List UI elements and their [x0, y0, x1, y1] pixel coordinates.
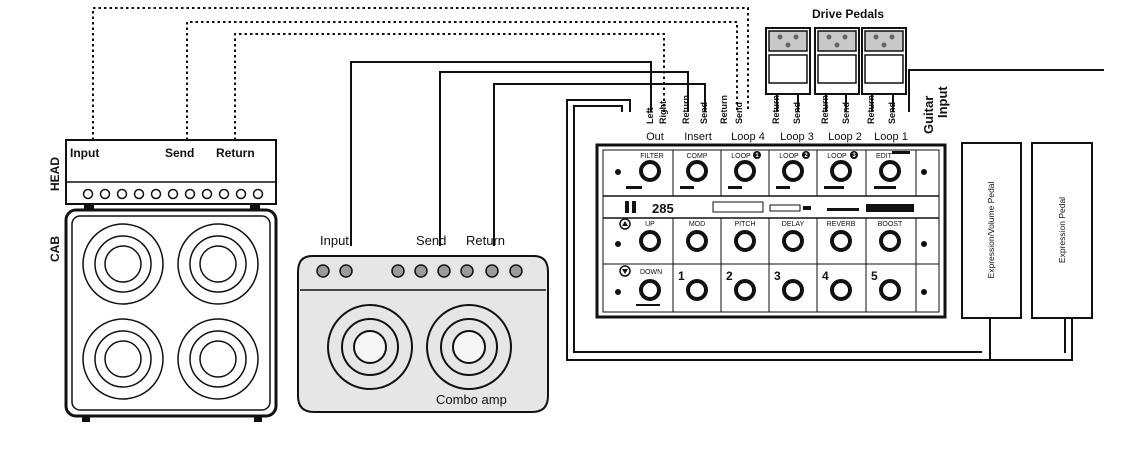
cable-combo-return: [493, 83, 706, 246]
jack-group-labels: Out Insert Loop 4 Loop 3 Loop 2 Loop 1: [646, 131, 908, 143]
jack-loop4-send: Send: [734, 102, 744, 124]
cable-expression-volume: [566, 99, 991, 361]
footswitch-down: [639, 279, 661, 301]
head-return-label: Return: [216, 146, 255, 160]
footswitch-loop-3: [830, 160, 852, 182]
cable-head-return: [234, 33, 665, 140]
head-send-label: Send: [165, 146, 194, 160]
footswitch-pitch: [734, 230, 756, 252]
foot-controller: FILTER COMP LOOP LOOP LOOP EDIT 1 2 3: [595, 143, 947, 319]
label-reverb: REVERB: [827, 221, 856, 228]
display-readout: 285: [652, 201, 674, 216]
footswitch-edit: [879, 160, 901, 182]
label-preset-1: 1: [678, 269, 685, 283]
jack-loop1-return: Return: [866, 95, 876, 124]
jack-loop2-return: Return: [820, 95, 830, 124]
jack-out-left: Left: [645, 108, 655, 125]
label-loop-3: LOOP: [827, 153, 847, 160]
footswitch-preset-2: [734, 279, 756, 301]
expression-volume-pedal: Expression/Volume Pedal: [961, 142, 1022, 319]
jack-insert-send: Send: [699, 102, 709, 124]
solid-cables: [350, 61, 1104, 361]
group-loop4-label: Loop 4: [731, 131, 765, 143]
combo-input-label: Input: [320, 233, 349, 248]
combo-send-label: Send: [416, 233, 446, 248]
controller-display: 285: [625, 201, 914, 216]
guitar-input-label: Guitar Input: [921, 86, 950, 134]
label-filter: FILTER: [640, 153, 664, 160]
jack-loop4-return: Return: [719, 95, 729, 124]
label-preset-3: 3: [774, 269, 781, 283]
expression-pedal-label: Expression Pedal: [1057, 197, 1067, 263]
cable-head-send: [186, 21, 738, 140]
expression-volume-pedal-label: Expression/Volume Pedal: [986, 181, 996, 278]
jack-loop3-send: Send: [792, 102, 802, 124]
footswitch-loop-1: [734, 160, 756, 182]
drive-pedal-2: [861, 27, 907, 95]
jack-out-right: Right: [658, 101, 668, 124]
combo-amp: Input Send Return Combo amp: [297, 233, 549, 413]
combo-amp-label: Combo amp: [436, 392, 507, 407]
jack-loop2-send: Send: [841, 102, 851, 124]
head-label: HEAD: [48, 157, 62, 191]
cable-head-input: [92, 7, 749, 140]
cable-combo-input: [350, 61, 652, 246]
label-mod: MOD: [689, 221, 705, 228]
footswitch-loop-2: [782, 160, 804, 182]
drive-pedals-label: Drive Pedals: [812, 7, 884, 21]
head-amp: Input Send Return: [65, 139, 277, 210]
label-up: UP: [645, 221, 655, 228]
cable-guitar-input: [908, 69, 1104, 112]
footswitch-preset-3: [782, 279, 804, 301]
jack-labels: Left Right Return Send Return Send Retur…: [645, 95, 897, 124]
cab-label: CAB: [48, 236, 62, 262]
label-loop-1: LOOP: [731, 153, 751, 160]
footswitch-boost: [879, 230, 901, 252]
label-pitch: PITCH: [735, 221, 756, 228]
label-delay: DELAY: [782, 221, 805, 228]
footswitch-preset-4: [830, 279, 852, 301]
loop-badge-1: 1: [755, 153, 759, 159]
footswitch-preset-5: [879, 279, 901, 301]
drive-pedal-3: [814, 27, 860, 95]
label-loop-2: LOOP: [779, 153, 799, 160]
group-loop2-label: Loop 2: [828, 131, 862, 143]
combo-return-label: Return: [466, 233, 505, 248]
drive-pedal-4: [765, 27, 811, 95]
footswitch-mod: [686, 230, 708, 252]
group-out-label: Out: [646, 131, 664, 143]
label-preset-4: 4: [822, 269, 829, 283]
head-knobs: [82, 188, 264, 200]
jack-loop1-send: Send: [887, 102, 897, 124]
label-boost: BOOST: [878, 221, 903, 228]
group-insert-label: Insert: [684, 131, 712, 143]
label-edit: EDIT: [876, 153, 893, 160]
label-down: DOWN: [640, 269, 662, 276]
loop-badge-3: 3: [852, 153, 856, 159]
svg-text:Input: Input: [935, 86, 950, 118]
footswitch-preset-1: [686, 279, 708, 301]
group-loop1-label: Loop 1: [874, 131, 908, 143]
footswitch-up: [639, 230, 661, 252]
label-comp: COMP: [687, 153, 708, 160]
group-loop3-label: Loop 3: [780, 131, 814, 143]
jack-loop3-return: Return: [771, 95, 781, 124]
footswitch-comp: [686, 160, 708, 182]
footswitch-delay: [782, 230, 804, 252]
label-preset-2: 2: [726, 269, 733, 283]
footswitch-filter: [639, 160, 661, 182]
expression-pedal: Expression Pedal: [1031, 142, 1093, 319]
footswitch-reverb: [830, 230, 852, 252]
svg-text:Guitar: Guitar: [921, 96, 936, 134]
cable-combo-send: [439, 71, 689, 246]
label-preset-5: 5: [871, 269, 878, 283]
jack-insert-return: Return: [681, 95, 691, 124]
speaker-cabinet: [64, 208, 278, 422]
head-input-label: Input: [70, 146, 99, 160]
loop-badge-2: 2: [804, 153, 808, 159]
